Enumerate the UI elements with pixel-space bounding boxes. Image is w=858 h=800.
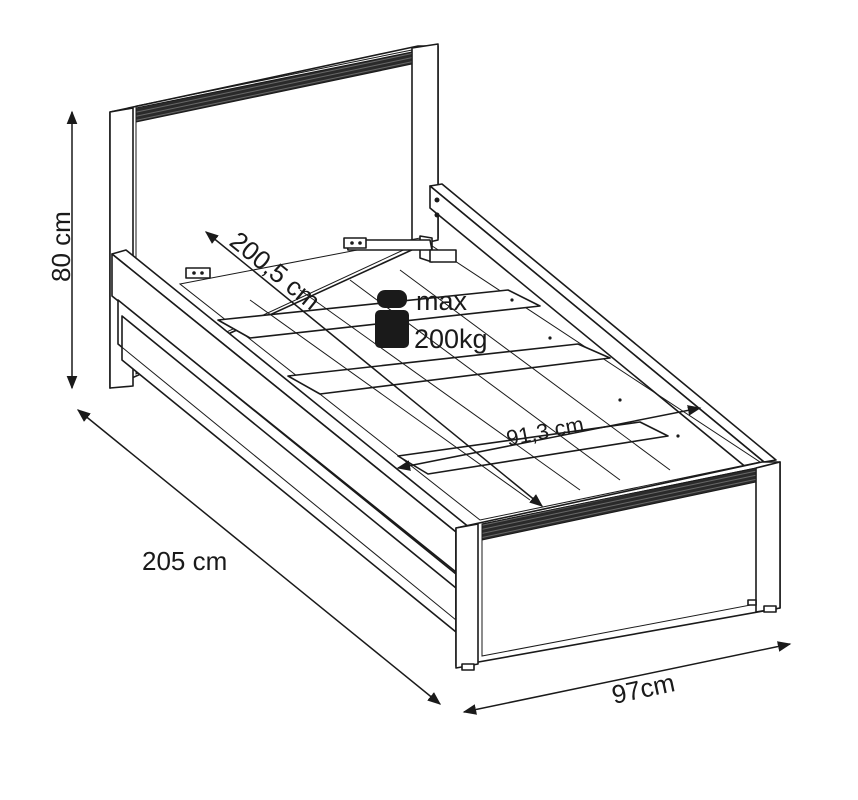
load-max-label: max (416, 286, 468, 316)
width-dimension-arrow (462, 641, 792, 715)
length-label: 205 cm (142, 546, 227, 576)
load-capacity: max 200kg (414, 286, 488, 354)
load-value-label: 200kg (414, 324, 488, 354)
footboard (455, 461, 781, 671)
mattress-width-arrow (396, 405, 702, 471)
dimension-lines (66, 110, 792, 715)
height-label: 80 cm (46, 211, 76, 282)
bed-illustration (109, 43, 781, 671)
length-dimension-arrow (76, 409, 442, 705)
weight-icon (375, 290, 409, 348)
width-label: 97cm (609, 667, 677, 710)
